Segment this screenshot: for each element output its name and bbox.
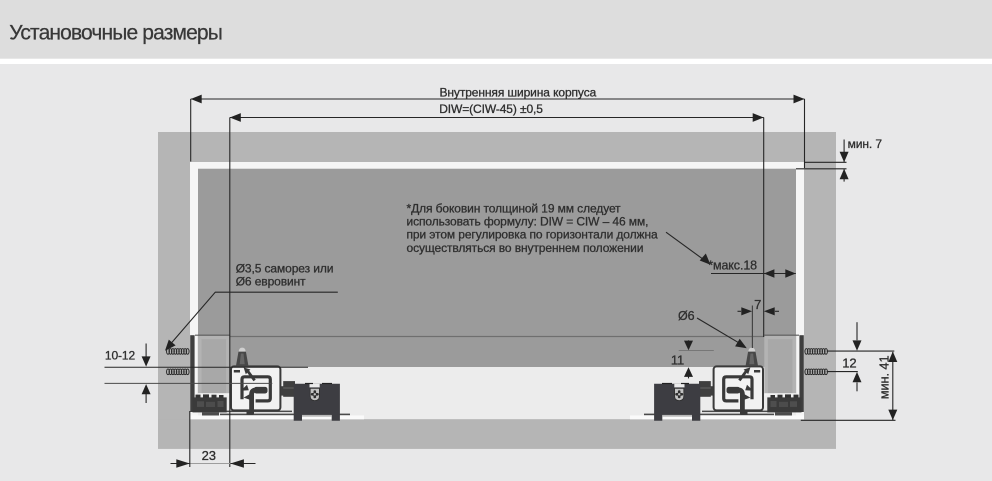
svg-text:23: 23: [202, 448, 216, 463]
svg-text:*Для боковин толщиной 19 мм сл: *Для боковин толщиной 19 мм следует: [407, 202, 622, 216]
svg-text:мин. 7: мин. 7: [848, 137, 883, 151]
svg-text:Ø6 евровинт: Ø6 евровинт: [236, 275, 306, 289]
svg-text:Ø6: Ø6: [678, 309, 695, 323]
svg-text:при этом регулировка по горизо: при этом регулировка по горизонтали долж…: [407, 228, 658, 242]
svg-text:использовать формулу: DIW = CI: использовать формулу: DIW = CIW – 46 мм,: [407, 215, 649, 229]
svg-text:*макс.18: *макс.18: [708, 259, 757, 273]
svg-text:Внутренняя ширина корпуса: Внутренняя ширина корпуса: [440, 85, 597, 99]
svg-text:12: 12: [842, 356, 856, 371]
svg-text:осуществляться во внутреннем п: осуществляться во внутреннем положении: [407, 241, 644, 255]
svg-text:11: 11: [671, 352, 684, 367]
svg-text:Установочные размеры: Установочные размеры: [9, 22, 222, 45]
svg-text:DIW=(CIW-45) ±0,5: DIW=(CIW-45) ±0,5: [439, 102, 543, 116]
svg-text:Ø3,5 саморез или: Ø3,5 саморез или: [236, 262, 334, 276]
svg-text:10-12: 10-12: [105, 349, 136, 363]
svg-text:7: 7: [754, 297, 761, 312]
svg-text:мин. 41: мин. 41: [876, 356, 891, 400]
